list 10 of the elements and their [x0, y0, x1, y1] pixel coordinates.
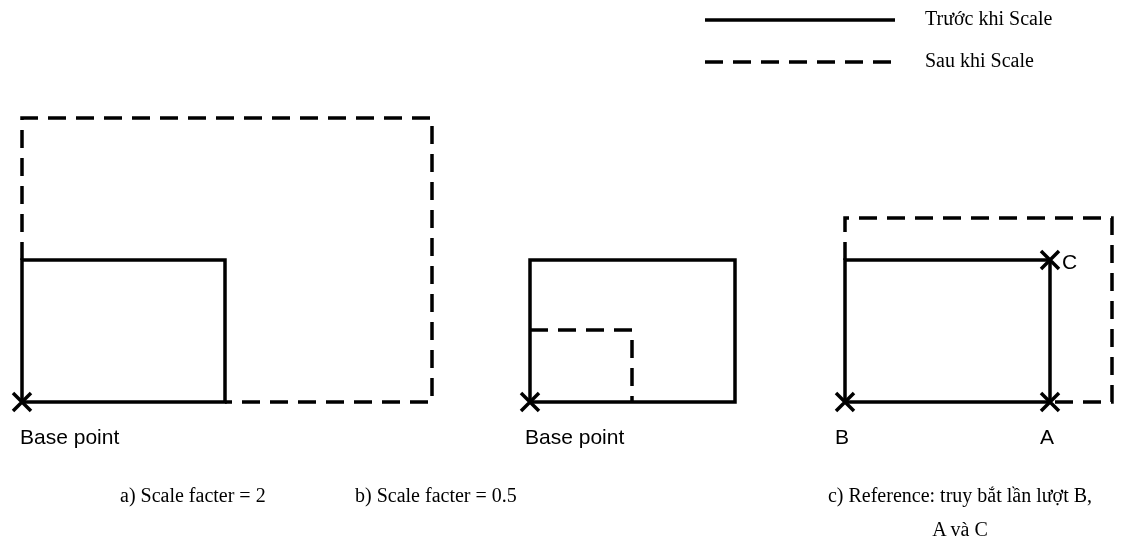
point-label: C	[1062, 250, 1078, 274]
caption: b) Scale facter = 0.5	[355, 484, 517, 507]
point-label: B	[835, 425, 849, 449]
legend-label: Sau khi Scale	[925, 49, 1034, 72]
caption: a) Scale facter = 2	[120, 484, 266, 507]
point-label: A	[1040, 425, 1054, 449]
legend-label: Trước khi Scale	[925, 7, 1053, 30]
caption: c) Reference: truy bắt lần lượt B, A và C	[826, 483, 1094, 542]
point-label: Base point	[525, 425, 625, 449]
point-label: Base point	[20, 425, 120, 449]
